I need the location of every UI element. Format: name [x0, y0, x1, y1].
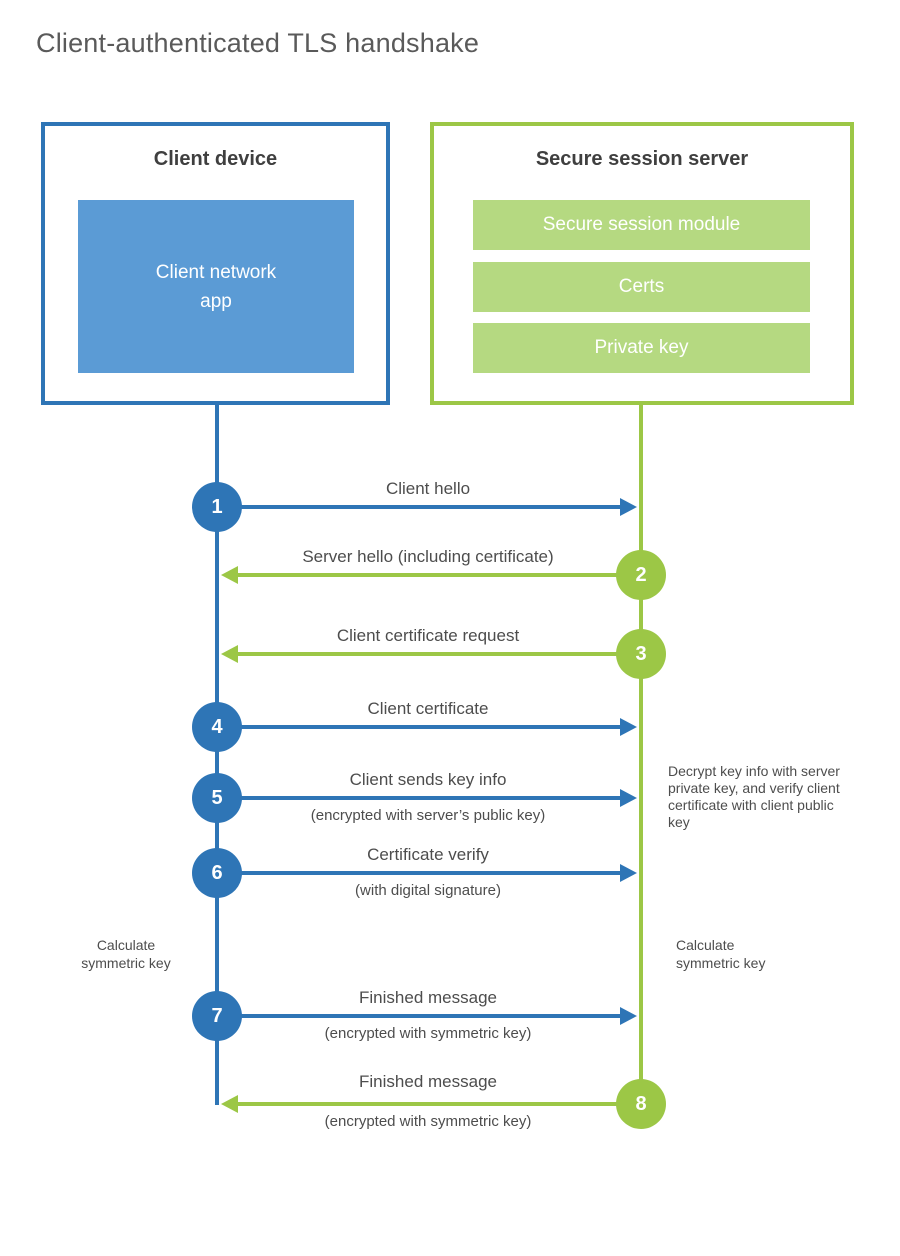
step-number: 1: [211, 495, 223, 518]
message-label-4: Client certificate: [367, 699, 489, 718]
client-network-app-box: Client network app: [78, 200, 354, 373]
arrowhead-left-icon: [221, 566, 238, 584]
arrowhead-right-icon: [620, 718, 637, 736]
message-label-3: Client certificate request: [336, 626, 520, 645]
step-circle-2: 2: [616, 550, 666, 600]
step-number: 6: [211, 861, 223, 884]
server-private-key-bar: Private key: [473, 323, 810, 373]
step-number: 3: [635, 642, 647, 665]
message-arrow-5: [217, 796, 620, 800]
message-label-1: Client hello: [385, 479, 471, 498]
step-circle-5: 5: [192, 773, 242, 823]
message-sublabel-6: (with digital signature): [355, 882, 501, 899]
message-arrow-2: [238, 573, 643, 577]
step-number: 7: [211, 1004, 223, 1027]
step-circle-8: 8: [616, 1079, 666, 1129]
message-arrow-3: [238, 652, 643, 656]
server-certs-bar: Certs: [473, 262, 810, 312]
server-module-bar: Secure session module: [473, 200, 810, 250]
decrypt-key-note: Decrypt key info with server private key…: [668, 763, 840, 830]
message-sublabel-5: (encrypted with server’s public key): [310, 807, 546, 824]
step-number: 8: [635, 1092, 647, 1115]
message-label-8: Finished message: [359, 1072, 497, 1091]
secure-session-server-title: Secure session server: [535, 148, 749, 170]
message-arrow-7: [217, 1014, 620, 1018]
client-device-box: Client device Client network app: [41, 122, 390, 405]
client-device-title: Client device: [153, 148, 278, 170]
message-sublabel-8: (encrypted with symmetric key): [324, 1113, 532, 1130]
step-circle-4: 4: [192, 702, 242, 752]
arrowhead-right-icon: [620, 498, 637, 516]
secure-session-server-box: Secure session server Secure session mod…: [430, 122, 854, 405]
step-circle-1: 1: [192, 482, 242, 532]
message-label-2: Server hello (including certificate): [302, 547, 554, 566]
step-number: 2: [635, 563, 647, 586]
message-arrow-8: [238, 1102, 643, 1106]
message-arrow-4: [217, 725, 620, 729]
calculate-symmetric-key-right: Calculate symmetric key: [676, 937, 766, 971]
step-circle-7: 7: [192, 991, 242, 1041]
message-label-5: Client sends key info: [349, 770, 507, 789]
arrowhead-left-icon: [221, 645, 238, 663]
arrowhead-right-icon: [620, 864, 637, 882]
message-arrow-1: [217, 505, 620, 509]
page-title: Client-authenticated TLS handshake: [36, 28, 480, 58]
arrowhead-right-icon: [620, 1007, 637, 1025]
client-network-app-label: Client network app: [155, 261, 277, 312]
arrowhead-right-icon: [620, 789, 637, 807]
step-circle-3: 3: [616, 629, 666, 679]
server-lifeline: [639, 404, 643, 1105]
message-label-6: Certificate verify: [367, 845, 489, 864]
client-lifeline: [215, 404, 219, 1105]
step-number: 4: [211, 715, 223, 738]
calculate-symmetric-key-left: Calculate symmetric key: [81, 937, 171, 971]
step-number: 5: [211, 786, 223, 809]
message-sublabel-7: (encrypted with symmetric key): [324, 1025, 532, 1042]
message-label-7: Finished message: [359, 988, 497, 1007]
arrowhead-left-icon: [221, 1095, 238, 1113]
message-arrow-6: [217, 871, 620, 875]
step-circle-6: 6: [192, 848, 242, 898]
